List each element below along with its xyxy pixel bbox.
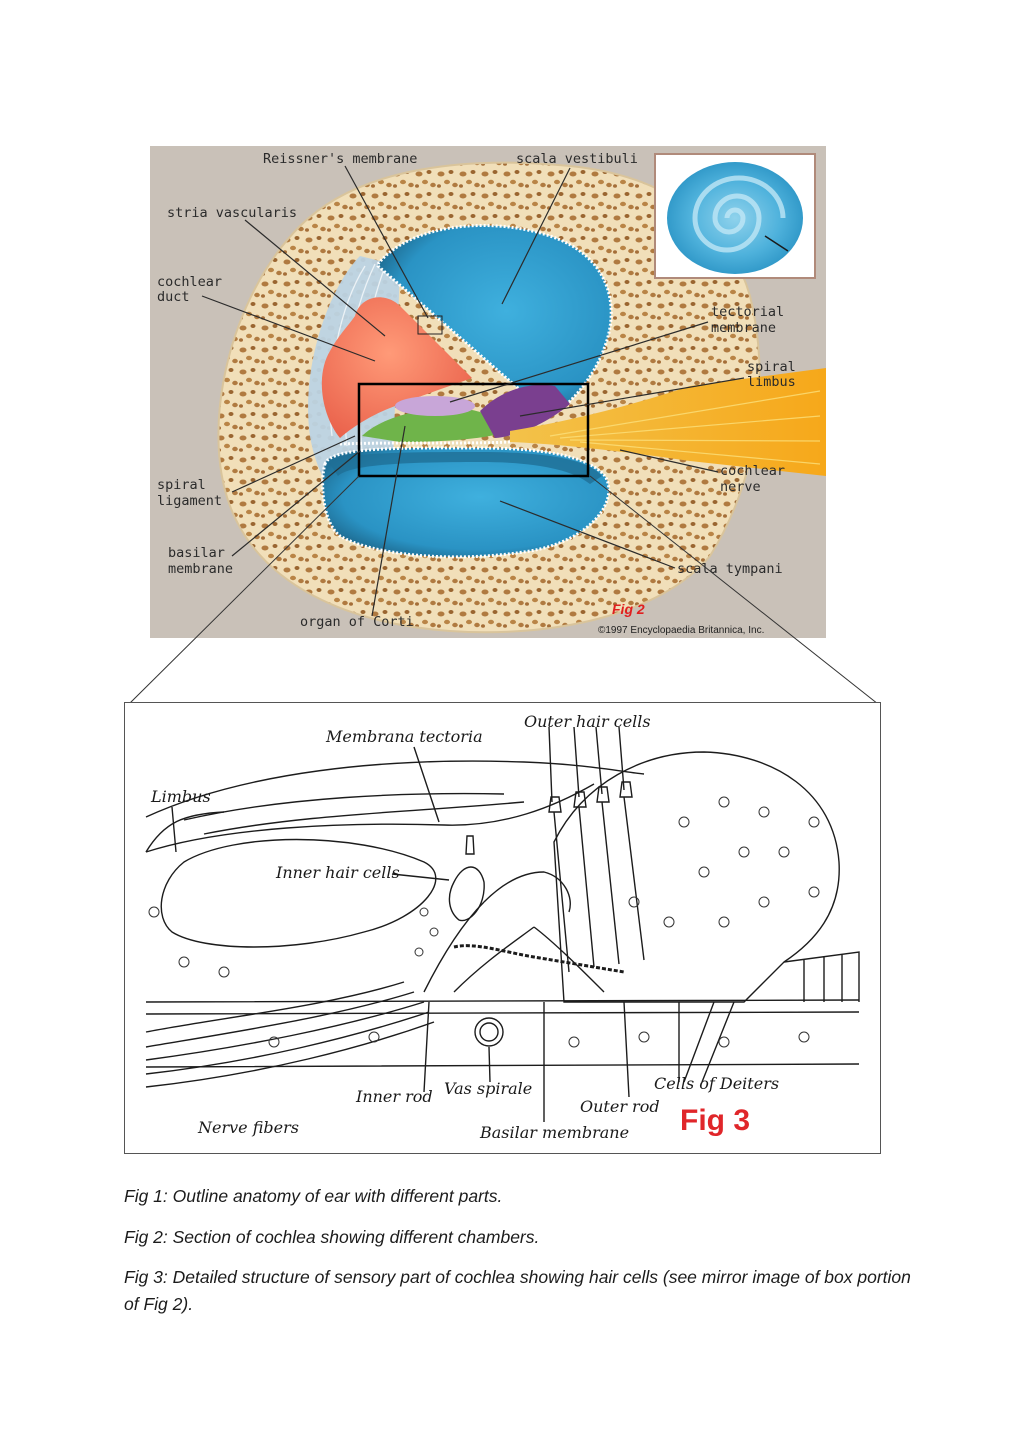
tectorial-membrane — [395, 396, 475, 416]
figure-frame — [124, 702, 881, 1154]
nerve-fibers-label: Nerve fibers — [197, 1118, 299, 1137]
tectorial-membrane-label-line2: membrane — [711, 320, 776, 336]
cells-of-deiters-label: Cells of Deiters — [654, 1074, 779, 1093]
reissners-membrane-label: Reissner's membrane — [263, 151, 417, 167]
spiral-limbus-label-line1: spiral — [747, 359, 796, 375]
basilar-membrane-label-line2: membrane — [168, 561, 233, 577]
stria-vascularis-label: stria vascularis — [167, 205, 297, 221]
cochlea-spiral-inset — [667, 162, 803, 274]
spiral-ligament-label-line2: ligament — [157, 493, 222, 509]
caption-fig2: Fig 2: Section of cochlea showing differ… — [124, 1227, 540, 1247]
spiral-ligament-label-line1: spiral — [157, 477, 206, 493]
basilar-membrane-label: Basilar membrane — [479, 1123, 629, 1142]
fig3-label: Fig 3 — [680, 1104, 750, 1137]
outer-rod-label: Outer rod — [580, 1097, 660, 1116]
cochlear-nerve-label-line2: nerve — [720, 479, 761, 495]
scala-vestibuli — [376, 223, 613, 418]
inner-hair-cells-label: Inner hair cells — [275, 863, 400, 882]
caption-fig3: Fig 3: Detailed structure of sensory par… — [124, 1267, 911, 1314]
tectorial-membrane-label-line1: tectorial — [711, 304, 784, 320]
spiral-limbus — [480, 384, 570, 438]
outer-hair-cells-label: Outer hair cells — [524, 712, 651, 731]
basilar-membrane-label-line1: basilar — [168, 545, 225, 561]
organ-of-corti — [362, 408, 510, 442]
organ-of-corti-label: organ of Corti — [300, 614, 414, 630]
tectorial-membrane-drawing — [145, 760, 645, 818]
copyright-notice: ©1997 Encyclopaedia Britannica, Inc. — [598, 625, 764, 636]
limbus-label: Limbus — [150, 787, 211, 806]
cochlear-duct-label-line2: duct — [157, 289, 190, 305]
cochlea-section-figure: Reissner's membrane scala vestibuli stri… — [150, 146, 826, 638]
cochlear-duct-label-line1: cochlear — [157, 274, 222, 290]
inner-rod-label: Inner rod — [355, 1087, 433, 1106]
highlight-box — [357, 382, 590, 478]
cochlear-nerve — [510, 368, 826, 476]
cochlear-nerve-label-line1: cochlear — [720, 463, 785, 479]
membrana-tectoria-label: Membrana tectoria — [325, 727, 483, 746]
spiral-limbus-label-line2: limbus — [747, 374, 796, 390]
scala-tympani-label: scala tympani — [677, 561, 783, 577]
organ-of-corti-figure: Membrana tectoria Outer hair cells Limbu… — [124, 702, 881, 1154]
fig2-label: Fig 2 — [612, 601, 645, 617]
vas-spirale-label: Vas spirale — [444, 1079, 532, 1098]
scala-vestibuli-label: scala vestibuli — [516, 151, 638, 167]
reissner-box — [417, 315, 443, 335]
caption-fig1: Fig 1: Outline anatomy of ear with diffe… — [124, 1186, 503, 1206]
